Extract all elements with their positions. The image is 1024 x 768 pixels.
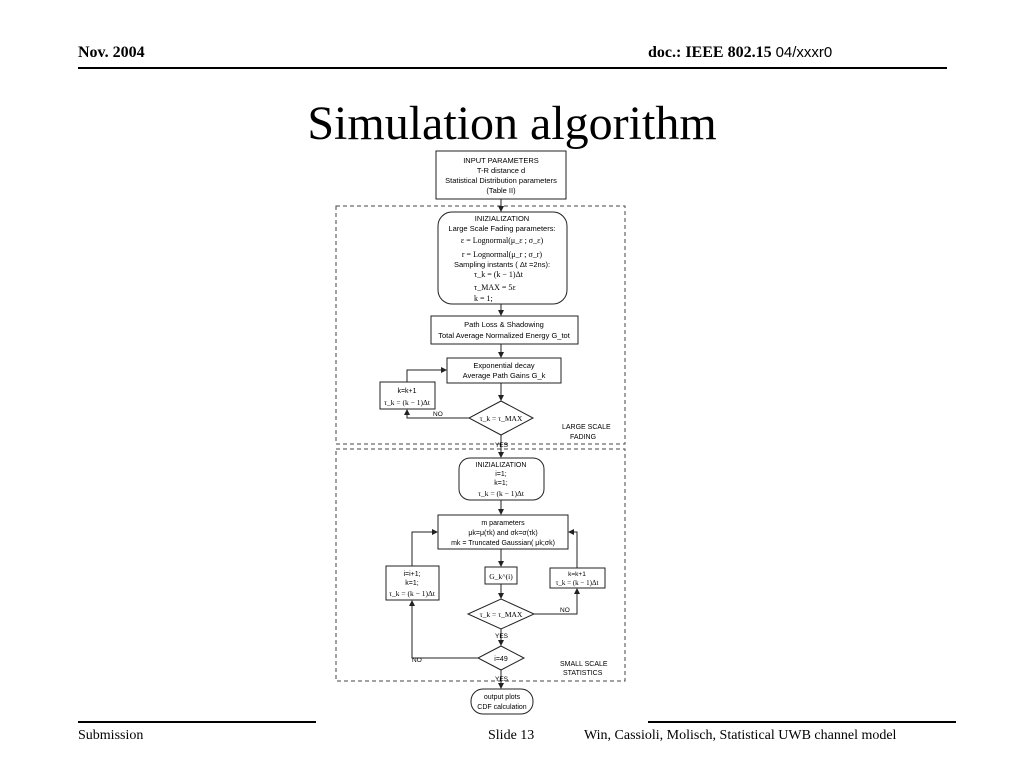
init1-subtitle: Large Scale Fading parameters: [448, 224, 555, 233]
arrow-kk1-to-expdecay [406, 367, 447, 382]
path-loss-box [430, 315, 579, 345]
pathloss-line-2: Total Average Normalized Energy G_tot [438, 331, 571, 340]
init1-eq-tmax: τ_MAX = 5ε [474, 283, 516, 292]
no1-label: NO [433, 411, 443, 418]
yes1-label: YES [495, 442, 509, 449]
init1-sampling: Sampling instants ( Δt =2ns): [454, 260, 550, 269]
arrow-diamond3-no [409, 600, 478, 659]
diamond2-label: τ_k = τ_MAX [480, 610, 523, 619]
output-line-2: CDF calculation [477, 704, 527, 711]
arrow-k-box-to-mparams [568, 529, 578, 568]
left-box-line-2: k=1; [405, 580, 418, 587]
kk1-top-line-1: k=k+1 [397, 388, 416, 395]
increment-i-box [385, 565, 440, 601]
footer-slide-number: Slide 13 [488, 728, 535, 743]
input-line-2: T-R distance d [477, 166, 525, 175]
arrow-i-box-to-mparams [411, 529, 438, 566]
header-doc-id: doc.: IEEE 802.15 04/xxxr0 [648, 44, 832, 62]
footer-submission: Submission [78, 728, 144, 743]
g-label: G_k^(i) [489, 572, 513, 581]
input-line-3: Statistical Distribution parameters [445, 176, 557, 185]
expdecay-line-2: Average Path Gains G_k [463, 371, 546, 380]
init2-line-2: i=1; [495, 471, 507, 478]
small-scale-label-1: SMALL SCALE [560, 661, 608, 668]
left-box-line-3: τ_k = (k − 1)Δt [389, 589, 436, 598]
yes2-label: YES [495, 633, 509, 640]
init2-line-1: INIZIALIZATION [476, 462, 527, 469]
mparams-line-2: μk=μ(τk) and σk=σ(τk) [468, 530, 537, 537]
init1-title: INIZIALIZATION [475, 214, 529, 223]
right-box-line-2: τ_k = (k − 1)Δt [556, 579, 599, 587]
slide-title: Simulation algorithm [307, 97, 717, 150]
output-box [470, 688, 534, 715]
mparams-line-1: m parameters [481, 520, 525, 527]
no2-label: NO [560, 607, 570, 614]
flowchart: INPUT PARAMETERS T-R distance d Statisti… [335, 150, 626, 715]
header-doc-version: 04/xxxr0 [775, 44, 833, 61]
diamond3-label: i=49 [494, 656, 508, 663]
input-line-1: INPUT PARAMETERS [463, 156, 539, 165]
footer-rule-left [78, 721, 316, 723]
footer-rule-right [648, 721, 956, 723]
mparams-line-3: mk = Truncated Gaussian( μk;σk) [451, 540, 555, 547]
small-scale-label-2: STATISTICS [563, 670, 603, 677]
footer-authors: Win, Cassioli, Molisch, Statistical UWB … [584, 728, 897, 743]
left-box-line-1: i=i+1; [403, 571, 420, 578]
kk1-top-line-2: τ_k = (k − 1)Δt [384, 398, 431, 407]
init-large-scale-box [437, 211, 568, 305]
header-date: Nov. 2004 [78, 44, 145, 61]
init2-line-3: k=1; [494, 480, 507, 487]
large-scale-label-1: LARGE SCALE [562, 424, 611, 431]
large-scale-group [335, 205, 626, 445]
init2-line-4: τ_k = (k − 1)Δt [478, 489, 525, 498]
input-line-4: (Table II) [486, 186, 516, 195]
arrow-diamond1-no [404, 409, 469, 419]
right-box-line-1: k=k+1 [568, 571, 586, 578]
init1-eq-r: r = Lognormal(μ_r ; σ_r) [462, 250, 543, 259]
header-rule [78, 67, 947, 69]
expdecay-line-1: Exponential decay [473, 361, 535, 370]
diamond1-label: τ_k = τ_MAX [480, 414, 523, 423]
arrow-diamond2-no [534, 588, 580, 615]
yes3-label: YES [495, 676, 509, 683]
init1-eq-tk: τ_k = (k − 1)Δt [474, 270, 524, 279]
init1-eq-k: k = 1; [474, 294, 493, 303]
output-line-1: output plots [484, 694, 521, 701]
pathloss-line-1: Path Loss & Shadowing [464, 320, 544, 329]
no3-label: NO [412, 657, 422, 664]
exp-decay-box [446, 357, 562, 384]
header-doc-label: doc.: IEEE 802.15 [648, 44, 772, 61]
small-scale-group [335, 448, 626, 682]
large-scale-label-2: FADING [570, 434, 596, 441]
increment-k-box-large [379, 381, 436, 410]
init1-eq-eps: ε = Lognormal(μ_ε ; σ_ε) [461, 236, 544, 245]
